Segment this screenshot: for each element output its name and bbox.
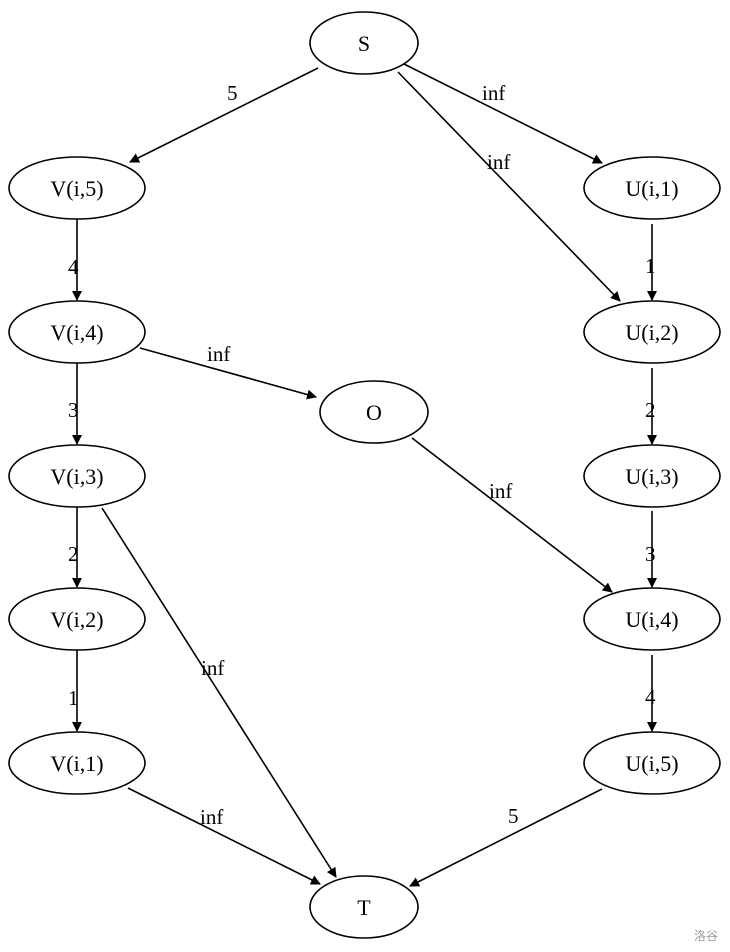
edge-label: inf (207, 342, 230, 366)
edge-label: 5 (508, 804, 519, 828)
node-label: U(i,3) (625, 464, 678, 489)
edge-arrow (409, 788, 603, 887)
edge-v3-t: inf (101, 507, 337, 878)
edge-u2-u3: 2 (645, 368, 657, 445)
edge-label: 4 (645, 685, 656, 709)
edge-label: inf (201, 656, 224, 680)
node-ellipse (8, 156, 146, 220)
watermark-text: 洛谷 (693, 929, 718, 943)
node-label: V(i,5) (50, 176, 103, 201)
node-v1: V(i,1) (8, 731, 146, 795)
edge-arrow (397, 71, 621, 302)
edge-u5-t: 5 (409, 788, 603, 887)
edge-arrow (411, 437, 613, 593)
node-ellipse (583, 300, 721, 364)
edge-v4-o: inf (139, 342, 317, 400)
node-label: V(i,1) (50, 751, 103, 776)
node-ellipse (8, 444, 146, 508)
node-ellipse (583, 156, 721, 220)
node-ellipse (583, 731, 721, 795)
edge-v4-v3: 3 (68, 363, 82, 445)
node-v2: V(i,2) (8, 587, 146, 651)
node-s: S (309, 11, 419, 75)
edge-v5-v4: 4 (68, 219, 82, 301)
edge-arrow (403, 63, 603, 164)
node-v5: V(i,5) (8, 156, 146, 220)
edge-label: 1 (645, 254, 656, 278)
node-ellipse (8, 587, 146, 651)
node-label: U(i,2) (625, 320, 678, 345)
node-label: O (366, 400, 382, 425)
node-label: V(i,2) (50, 607, 103, 632)
node-label: V(i,4) (50, 320, 103, 345)
node-u3: U(i,3) (583, 444, 721, 508)
edge-u1-u2: 1 (645, 224, 657, 301)
edge-arrow (129, 67, 319, 163)
node-ellipse (319, 380, 429, 444)
node-ellipse (583, 587, 721, 651)
edge-label: 3 (645, 542, 656, 566)
node-u2: U(i,2) (583, 300, 721, 364)
node-t: T (309, 875, 419, 939)
edge-label: 2 (645, 398, 656, 422)
edge-v2-v1: 1 (68, 650, 82, 732)
node-ellipse (583, 444, 721, 508)
edge-arrow (101, 507, 337, 878)
node-ellipse (309, 875, 419, 939)
edge-v3-v2: 2 (68, 507, 82, 588)
edge-label: 1 (68, 686, 79, 710)
node-u5: U(i,5) (583, 731, 721, 795)
node-u1: U(i,1) (583, 156, 721, 220)
edge-label: 3 (68, 398, 79, 422)
node-label: S (358, 31, 370, 56)
node-label: U(i,4) (625, 607, 678, 632)
node-label: T (357, 895, 371, 920)
node-v4: V(i,4) (8, 300, 146, 364)
node-label: V(i,3) (50, 464, 103, 489)
node-ellipse (8, 731, 146, 795)
node-label: U(i,5) (625, 751, 678, 776)
node-v3: V(i,3) (8, 444, 146, 508)
edge-label: 4 (68, 255, 79, 279)
edge-o-u4: inf (411, 437, 613, 593)
edge-u4-u5: 4 (645, 655, 657, 732)
edge-label: inf (200, 805, 223, 829)
edge-arrow (139, 347, 317, 400)
edge-label: inf (489, 479, 512, 503)
edge-label: 5 (227, 81, 238, 105)
edge-label: inf (482, 81, 505, 105)
node-u4: U(i,4) (583, 587, 721, 651)
edge-arrow (127, 787, 321, 885)
edge-s-v5: 5 (129, 67, 319, 163)
edge-s-u2: inf (397, 71, 621, 302)
edge-label: 2 (68, 542, 79, 566)
node-ellipse (8, 300, 146, 364)
node-ellipse (309, 11, 419, 75)
node-o: O (319, 380, 429, 444)
edge-u3-u4: 3 (645, 511, 657, 588)
edge-label: inf (487, 150, 510, 174)
edge-s-u1: inf (403, 63, 603, 164)
edge-v1-t: inf (127, 787, 321, 885)
node-label: U(i,1) (625, 176, 678, 201)
